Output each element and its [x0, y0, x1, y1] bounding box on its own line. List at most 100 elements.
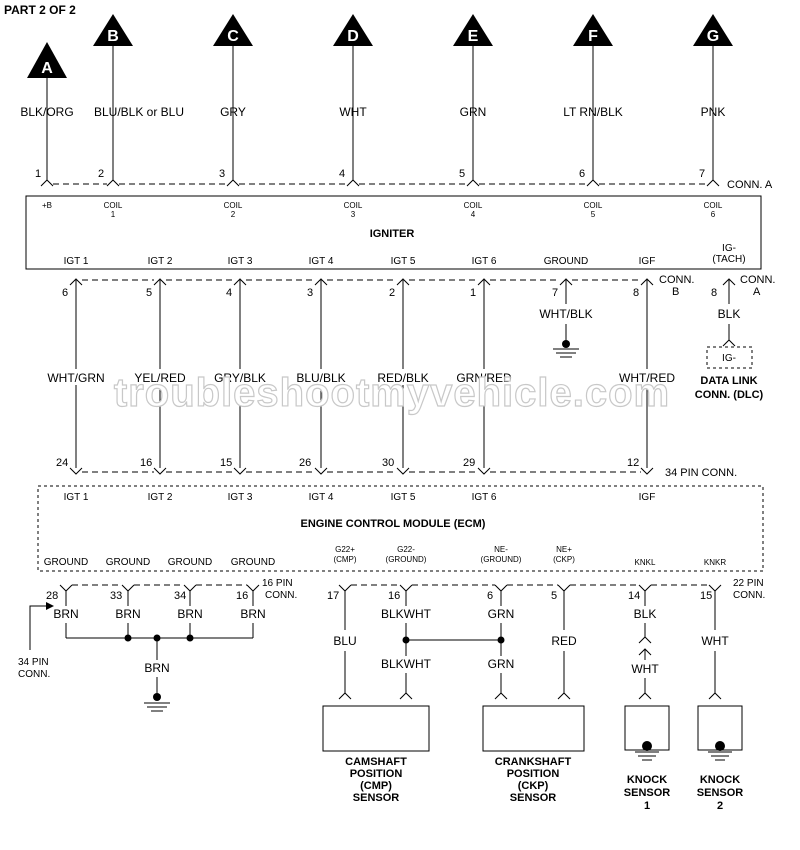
- wire-label-f: LT RN/BLK: [563, 105, 623, 119]
- svg-text:COIL: COIL: [104, 201, 123, 210]
- svg-text:CONN. (DLC): CONN. (DLC): [695, 389, 764, 401]
- ecm-34pin-label: 34 PIN CONN.: [665, 467, 737, 479]
- svg-text:16: 16: [236, 590, 248, 602]
- part-label: PART 2 OF 2: [4, 3, 76, 17]
- svg-text:1: 1: [470, 287, 476, 299]
- wire-label-c: GRY: [220, 105, 246, 119]
- wire-label-igt4: BLU/BLK: [296, 371, 345, 385]
- svg-text:8: 8: [633, 287, 639, 299]
- svg-text:4: 4: [339, 168, 345, 180]
- svg-text:GROUND: GROUND: [168, 557, 212, 568]
- connector-g: G PNK: [693, 14, 733, 180]
- svg-text:GRN: GRN: [488, 657, 515, 671]
- svg-text:8: 8: [711, 287, 717, 299]
- svg-text:BRN: BRN: [144, 661, 169, 675]
- svg-text:SENSOR: SENSOR: [510, 792, 557, 804]
- svg-text:1: 1: [644, 800, 650, 812]
- svg-text:(GROUND): (GROUND): [481, 555, 522, 564]
- svg-text:IGT 6: IGT 6: [472, 256, 497, 267]
- wire-label-igt5: RED/BLK: [377, 371, 428, 385]
- svg-text:CAMSHAFT: CAMSHAFT: [345, 756, 407, 768]
- wire-label-e: GRN: [460, 105, 487, 119]
- svg-text:G22-: G22-: [397, 545, 415, 554]
- svg-text:IGT 5: IGT 5: [391, 256, 416, 267]
- svg-text:5: 5: [146, 287, 152, 299]
- conn-b-label: CONN.: [659, 274, 694, 286]
- svg-text:RED: RED: [551, 634, 577, 648]
- svg-text:(CKP): (CKP): [553, 555, 575, 564]
- svg-text:(CMP): (CMP): [333, 555, 356, 564]
- svg-text:15: 15: [220, 457, 232, 469]
- svg-text:B: B: [107, 28, 119, 45]
- connector-a-triangle: [27, 42, 67, 78]
- svg-text:BLKWHT: BLKWHT: [381, 607, 432, 621]
- svg-text:IGT 1: IGT 1: [64, 256, 89, 267]
- svg-text:C: C: [227, 28, 239, 45]
- wire-label-igt2: YEL/RED: [134, 371, 186, 385]
- svg-text:2: 2: [717, 800, 723, 812]
- svg-text:(GROUND): (GROUND): [386, 555, 427, 564]
- ground-icon: [708, 741, 732, 761]
- splice-dot: [124, 634, 132, 642]
- svg-text:GROUND: GROUND: [44, 557, 88, 568]
- svg-text:5: 5: [591, 210, 596, 219]
- svg-text:14: 14: [628, 590, 640, 602]
- svg-text:IGF: IGF: [639, 492, 656, 503]
- connector-a: A BLK/ORG: [20, 42, 74, 180]
- dlc-box: [706, 346, 753, 369]
- svg-text:BLU: BLU: [333, 634, 356, 648]
- svg-text:(CKP): (CKP): [518, 780, 549, 792]
- svg-text:WHT: WHT: [631, 662, 659, 676]
- wire-label-b: BLU/BLK or BLU: [94, 105, 184, 119]
- svg-text:29: 29: [463, 457, 475, 469]
- svg-text:CONN.: CONN.: [18, 669, 50, 680]
- ecm-title: ENGINE CONTROL MODULE (ECM): [301, 518, 486, 530]
- svg-text:COIL: COIL: [464, 201, 483, 210]
- svg-text:7: 7: [699, 168, 705, 180]
- svg-text:1: 1: [35, 168, 41, 180]
- svg-text:F: F: [588, 28, 598, 45]
- svg-text:SENSOR: SENSOR: [624, 787, 671, 799]
- connector-d: D WHT: [333, 14, 373, 180]
- svg-text:4: 4: [471, 210, 476, 219]
- pin22-label: 22 PIN: [733, 578, 764, 589]
- conn-a-line: [40, 179, 720, 187]
- svg-text:28: 28: [46, 590, 58, 602]
- svg-text:CRANKSHAFT: CRANKSHAFT: [495, 756, 572, 768]
- svg-text:6: 6: [711, 210, 716, 219]
- svg-text:(TACH): (TACH): [712, 254, 745, 265]
- svg-text:16: 16: [140, 457, 152, 469]
- svg-text:KNOCK: KNOCK: [700, 774, 740, 786]
- svg-text:+B: +B: [42, 201, 52, 210]
- svg-text:KNOCK: KNOCK: [627, 774, 667, 786]
- svg-text:3: 3: [307, 287, 313, 299]
- wire-label-g: PNK: [701, 105, 726, 119]
- svg-text:30: 30: [382, 457, 394, 469]
- svg-text:26: 26: [299, 457, 311, 469]
- svg-text:A: A: [753, 286, 761, 298]
- svg-text:IGT 4: IGT 4: [309, 256, 334, 267]
- wire-label-d: WHT: [339, 105, 367, 119]
- svg-text:4: 4: [226, 287, 232, 299]
- svg-text:17: 17: [327, 590, 339, 602]
- wire-label-a: BLK/ORG: [20, 105, 73, 119]
- connector-a-letter: A: [41, 60, 53, 77]
- ground-pin-line: [59, 584, 260, 592]
- svg-text:16: 16: [388, 590, 400, 602]
- svg-text:NE-: NE-: [494, 545, 508, 554]
- svg-text:IGF: IGF: [639, 256, 656, 267]
- svg-text:IGT 3: IGT 3: [228, 256, 253, 267]
- cmp-sensor-box: [322, 705, 430, 752]
- svg-text:IG-: IG-: [722, 353, 736, 364]
- svg-text:IGT 3: IGT 3: [228, 492, 253, 503]
- wire-label-igf: WHT/RED: [619, 371, 675, 385]
- svg-text:COIL: COIL: [224, 201, 243, 210]
- connector-c: C GRY: [213, 14, 253, 180]
- svg-text:BRN: BRN: [53, 607, 78, 621]
- ckp-sensor-box: [482, 705, 585, 752]
- svg-text:GROUND: GROUND: [544, 256, 588, 267]
- svg-text:BRN: BRN: [177, 607, 202, 621]
- ecm-box: [37, 485, 764, 572]
- svg-text:CONN.: CONN.: [733, 590, 765, 601]
- svg-text:6: 6: [62, 287, 68, 299]
